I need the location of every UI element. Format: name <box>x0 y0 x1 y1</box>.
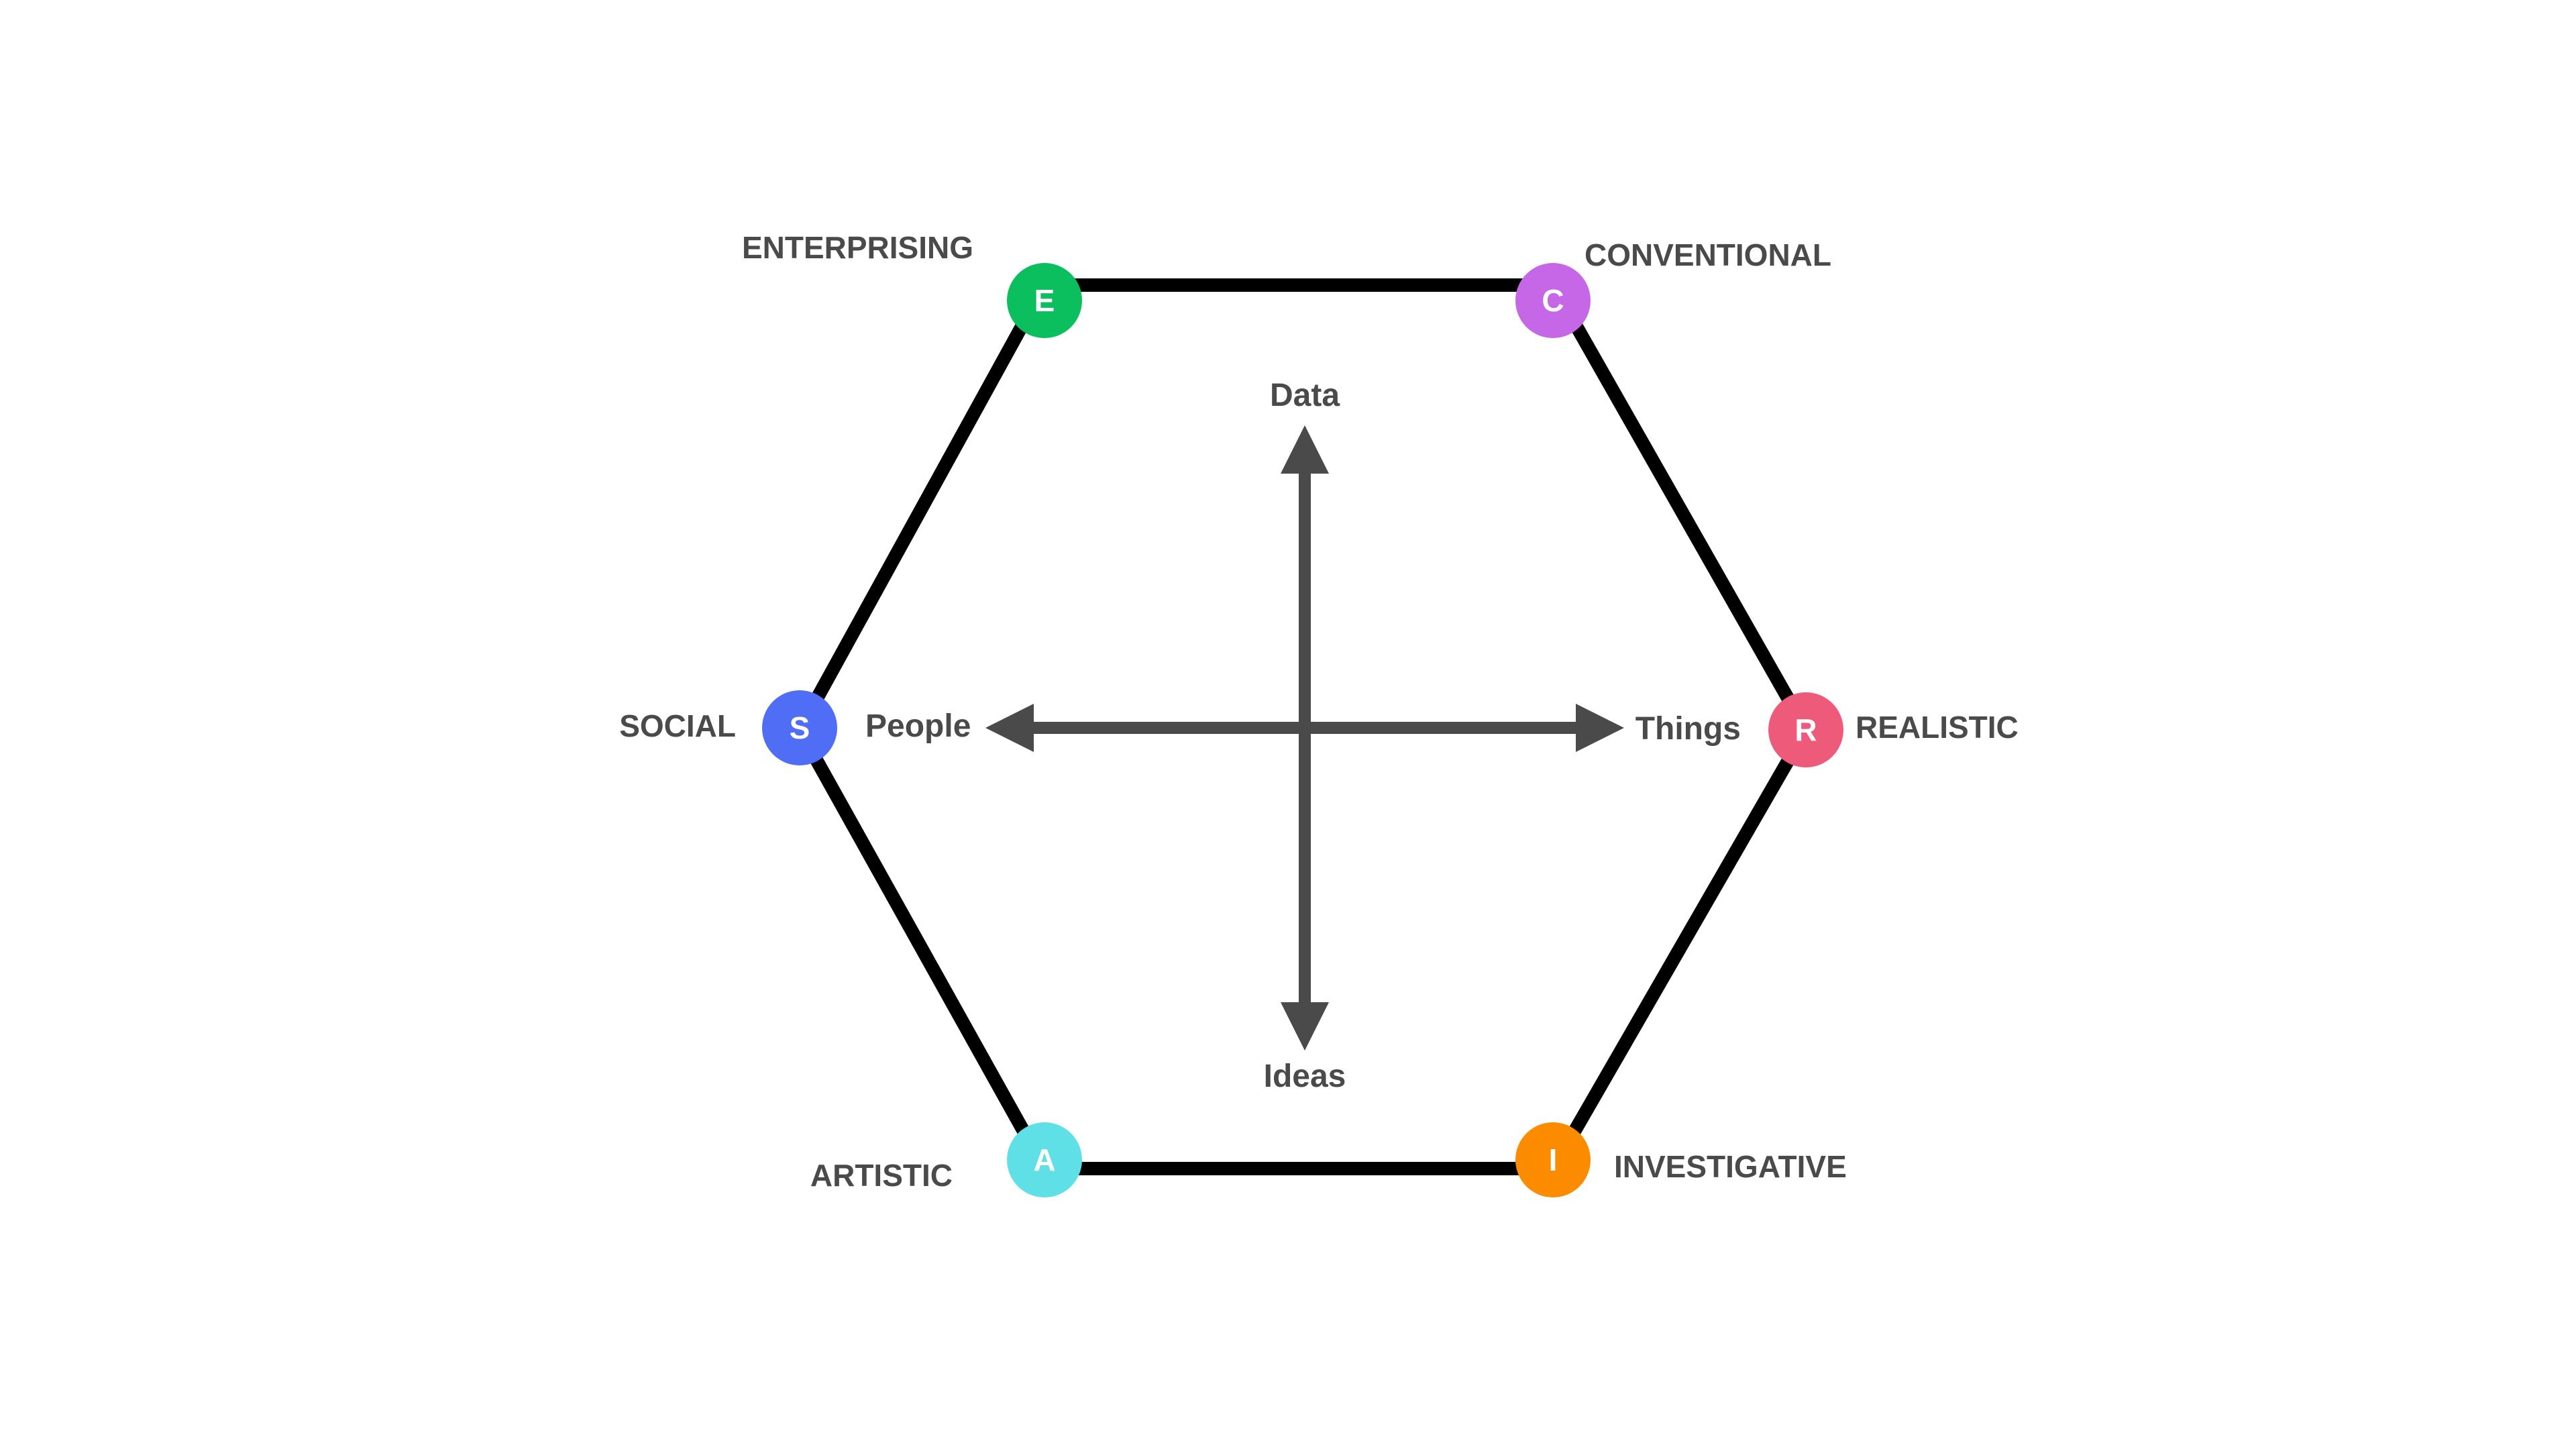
axis-label-ideas: Ideas <box>1264 1059 1346 1094</box>
type-label-investigative: INVESTIGATIVE <box>1614 1149 1847 1184</box>
node-circle-investigative <box>1515 1122 1591 1197</box>
node-letter-artistic: A <box>1033 1142 1055 1177</box>
node-letter-conventional: C <box>1542 283 1564 318</box>
type-label-conventional: CONVENTIONAL <box>1585 237 1831 272</box>
node-circle-social <box>762 690 837 765</box>
axis-label-data: Data <box>1270 378 1340 413</box>
node-letter-realistic: R <box>1794 712 1817 747</box>
node-social: S <box>762 690 837 765</box>
axis-label-people: People <box>865 708 971 744</box>
node-letter-enterprising: E <box>1034 283 1055 318</box>
type-label-realistic: REALISTIC <box>1856 710 2019 745</box>
type-label-enterprising: ENTERPRISING <box>742 230 973 265</box>
node-circle-realistic <box>1768 692 1843 767</box>
node-letter-social: S <box>790 710 810 745</box>
type-label-social: SOCIAL <box>619 708 736 743</box>
node-circle-enterprising <box>1007 263 1082 338</box>
axis-label-things: Things <box>1635 711 1741 747</box>
node-circle-artistic <box>1007 1122 1082 1197</box>
node-enterprising: E <box>1007 263 1082 338</box>
type-label-artistic: ARTISTIC <box>810 1158 953 1193</box>
node-realistic: R <box>1768 692 1843 767</box>
node-artistic: A <box>1007 1122 1082 1197</box>
node-conventional: C <box>1515 263 1591 338</box>
node-circle-conventional <box>1515 263 1591 338</box>
node-investigative: I <box>1515 1122 1591 1197</box>
node-letter-investigative: I <box>1549 1142 1558 1177</box>
